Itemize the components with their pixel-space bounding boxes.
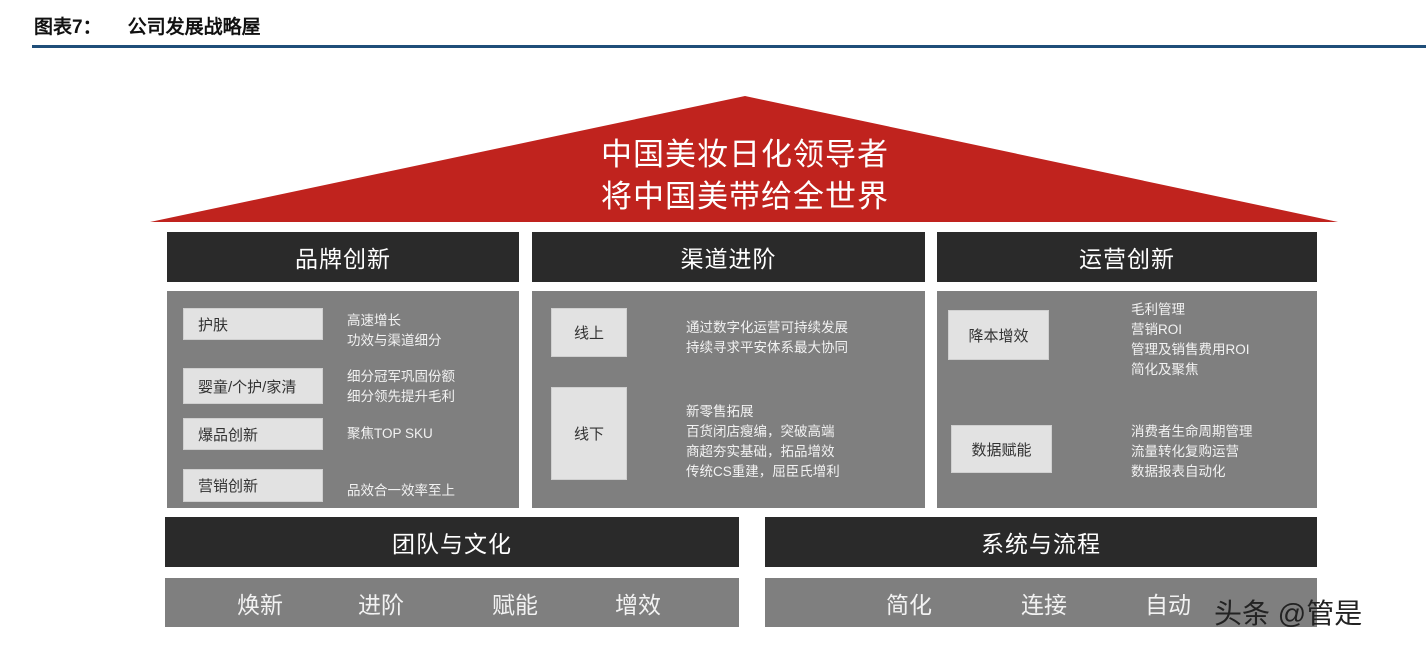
desc-line: 聚焦TOP SKU (347, 426, 433, 441)
desc-line: 简化及聚焦 (1131, 362, 1199, 377)
foundation-item: 自动 (1145, 591, 1191, 618)
pillar-header-operation: 运营创新 (937, 232, 1317, 282)
tag-marketing: 营销创新 (183, 469, 323, 502)
desc-line: 功效与渠道细分 (347, 333, 442, 348)
desc-line: 细分领先提升毛利 (347, 389, 455, 404)
desc-line: 传统CS重建，屈臣氏增利 (686, 464, 840, 479)
desc-cost-efficiency: 毛利管理营销ROI 管理及销售费用ROI 简化及聚焦 (1131, 300, 1250, 380)
desc-line: 毛利管理 (1131, 302, 1185, 317)
desc-line: 持续寻求平安体系最大协同 (686, 340, 848, 355)
tag-skincare: 护肤 (183, 308, 323, 340)
figure-label: 图表7： (34, 17, 102, 38)
pillar-header-channel: 渠道进阶 (532, 232, 925, 282)
desc-line: 品效合一效率至上 (347, 483, 455, 498)
desc-offline: 新零售拓展百货闭店瘦编，突破高端商超夯实基础，拓品增效传统CS重建，屈臣氏增利 (686, 402, 840, 482)
foundation-strip-team: 焕新 进阶 赋能 增效 (165, 578, 739, 627)
foundation-item: 赋能 (492, 591, 538, 618)
foundation-header-team: 团队与文化 (165, 517, 739, 567)
foundation-item: 进阶 (358, 591, 404, 618)
foundation-item: 增效 (615, 591, 661, 618)
desc-marketing: 品效合一效率至上 (347, 481, 455, 501)
tag-hit-product: 爆品创新 (183, 418, 323, 450)
figure-title-text: 公司发展战略屋 (127, 17, 261, 38)
foundation-item: 简化 (886, 591, 932, 618)
desc-line: 细分冠军巩固份额 (347, 369, 455, 384)
desc-line: 新零售拓展 (686, 404, 754, 419)
desc-line: 商超夯实基础，拓品增效 (686, 444, 835, 459)
desc-line: 数据报表自动化 (1131, 464, 1226, 479)
roof-triangle (150, 96, 1338, 222)
desc-line: 营销ROI (1131, 322, 1183, 337)
desc-data-enablement: 消费者生命周期管理流量转化复购运营数据报表自动化 (1131, 422, 1253, 482)
desc-line: 通过数字化运营可持续发展 (686, 320, 848, 335)
desc-hit-product: 聚焦TOP SKU (347, 424, 433, 444)
desc-online: 通过数字化运营可持续发展持续寻求平安体系最大协同 (686, 318, 848, 358)
watermark: 头条 @管是 (1214, 598, 1363, 629)
desc-baby-personal-home: 细分冠军巩固份额细分领先提升毛利 (347, 367, 455, 407)
desc-skincare: 高速增长功效与渠道细分 (347, 311, 442, 351)
roof-line-1: 中国美妆日化领导者 (601, 137, 889, 172)
tag-data-enablement: 数据赋能 (951, 425, 1052, 473)
foundation-item: 焕新 (237, 591, 283, 618)
foundation-item: 连接 (1021, 591, 1067, 618)
tag-cost-efficiency: 降本增效 (948, 310, 1049, 360)
tag-baby-personal-home: 婴童/个护/家清 (183, 368, 323, 404)
title-rule (32, 45, 1426, 48)
pillar-header-brand: 品牌创新 (167, 232, 519, 282)
figure-title: 图表7： 公司发展战略屋 (34, 12, 261, 39)
desc-line: 流量转化复购运营 (1131, 444, 1239, 459)
desc-line: 高速增长 (347, 313, 401, 328)
desc-line: 消费者生命周期管理 (1131, 424, 1253, 439)
tag-online: 线上 (551, 308, 627, 357)
tag-offline: 线下 (551, 387, 627, 480)
desc-line: 百货闭店瘦编，突破高端 (686, 424, 835, 439)
roof-line-2: 将中国美带给全世界 (601, 179, 889, 214)
foundation-strip-system: 简化 连接 自动 (765, 578, 1317, 627)
foundation-header-system: 系统与流程 (765, 517, 1317, 567)
desc-line: 管理及销售费用ROI (1131, 342, 1250, 357)
